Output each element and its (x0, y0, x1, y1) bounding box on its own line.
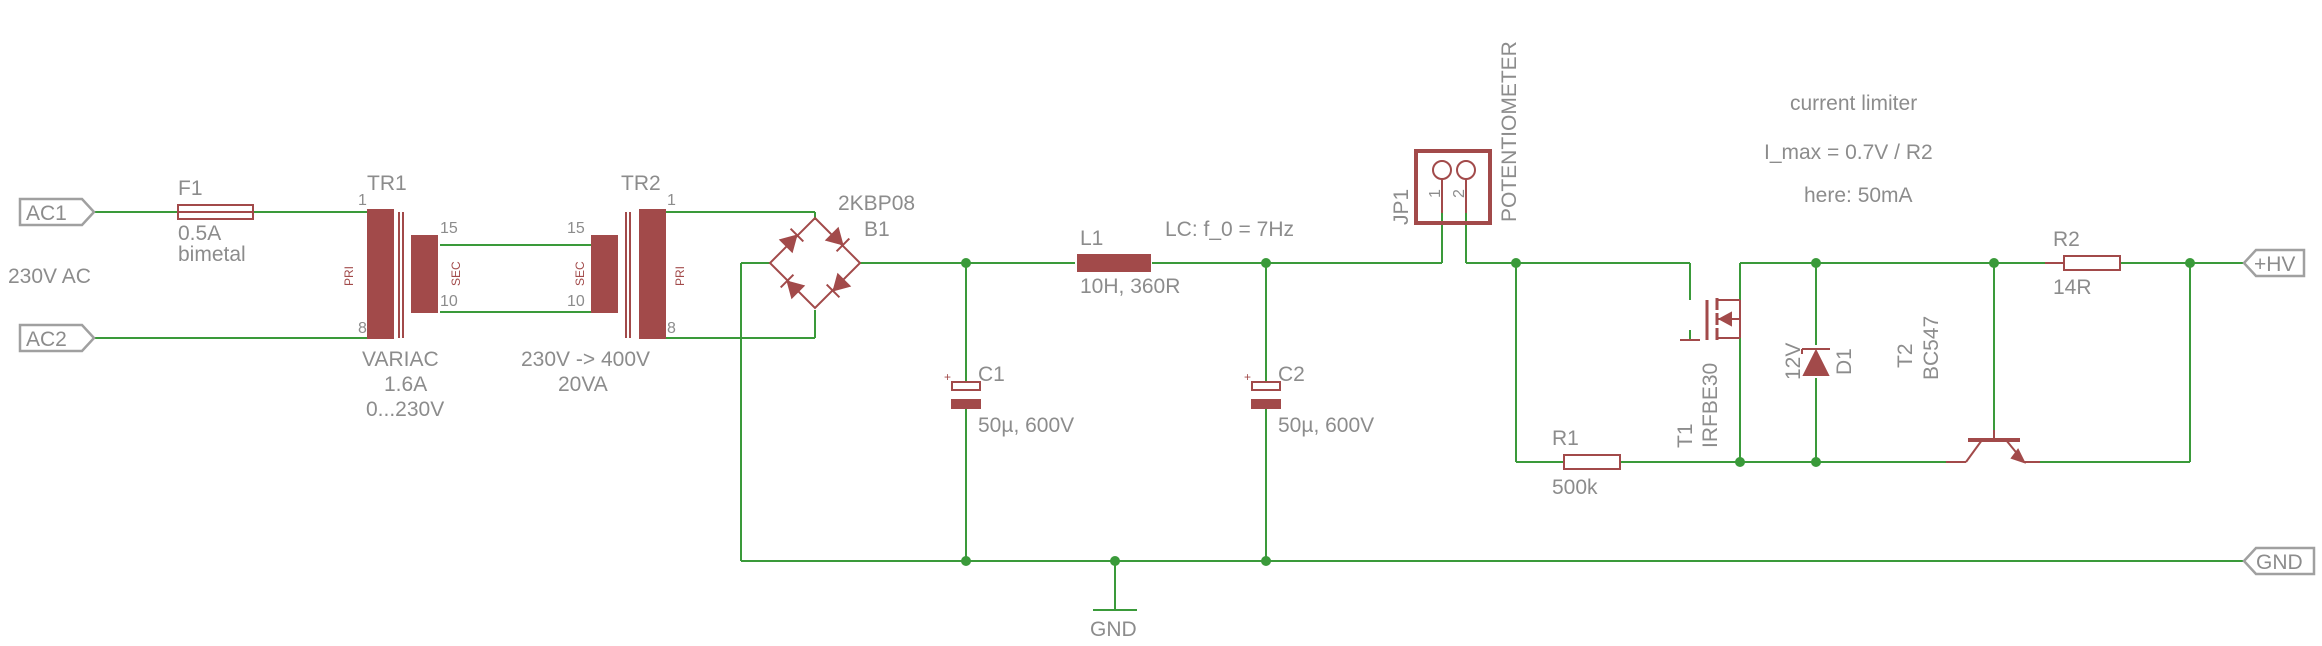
tr2-desc-2: 20VA (558, 373, 608, 396)
tr1-desc-1: VARIAC (362, 348, 439, 371)
tr1-pin-10: 10 (440, 293, 458, 310)
tr1-pin-8: 8 (358, 320, 367, 337)
mosfet-t1: T1 IRFBE30 (1674, 298, 1741, 448)
port-ac1: AC1 (18, 197, 96, 227)
r1-value: 500k (1552, 476, 1598, 499)
jp1-label: POTENTIOMETER (1498, 41, 1521, 222)
r1-name: R1 (1552, 427, 1579, 450)
ground-label: GND (1090, 618, 1137, 641)
tr2-pin-8: 8 (667, 320, 676, 337)
input-voltage-label: 230V AC (8, 265, 91, 288)
r2-name: R2 (2053, 228, 2080, 251)
limiter-title: current limiter (1790, 92, 1917, 115)
port-gnd: GND (2242, 546, 2316, 576)
tr2-pin-10: 10 (567, 293, 585, 310)
d1-value: 12V (1782, 343, 1805, 380)
c2-name: C2 (1278, 363, 1305, 386)
zener-d1: 12V D1 (1782, 343, 1856, 380)
bridge-rectifier-b1: 2KBP08 B1 (768, 192, 915, 310)
t2-part: BC547 (1920, 316, 1943, 380)
lc-resonance-note: LC: f_0 = 7Hz (1165, 218, 1294, 241)
jumper-jp1: 1 2 JP1 POTENTIOMETER (1390, 41, 1521, 225)
port-hv-label: +HV (2254, 253, 2295, 276)
t1-part: IRFBE30 (1699, 363, 1722, 448)
fuse-name: F1 (178, 177, 203, 200)
ground-symbol: GND (1090, 609, 1137, 641)
l1-value: 10H, 360R (1080, 275, 1180, 298)
tr2-pri-label: PRI (673, 266, 687, 286)
tr1-sec-label: SEC (449, 261, 463, 286)
c1-name: C1 (978, 363, 1005, 386)
tr2-sec-label: SEC (573, 261, 587, 286)
wires (93, 211, 2244, 610)
junctions (961, 258, 2195, 566)
tr2-desc-1: 230V -> 400V (521, 348, 650, 371)
tr1-name: TR1 (367, 172, 407, 195)
bridge-name: B1 (864, 218, 890, 241)
jp1-pin-2: 2 (1451, 189, 1468, 198)
c1-value: 50µ, 600V (978, 414, 1074, 437)
limiter-note: here: 50mA (1804, 184, 1913, 207)
svg-text:+: + (1244, 370, 1251, 384)
r2-value: 14R (2053, 276, 2092, 299)
resistor-r1: R1 500k (1552, 427, 1621, 499)
capacitor-c1: + C1 50µ, 600V (944, 363, 1074, 437)
fuse-value: 0.5A (178, 222, 221, 245)
transformer-tr2: TR2 15 10 1 8 SEC PRI 230V -> 400V 20VA (521, 172, 687, 396)
port-ac2-label: AC2 (26, 328, 67, 351)
limiter-notes: current limiter I_max = 0.7V / R2 here: … (1764, 92, 1933, 207)
svg-text:+: + (944, 370, 951, 384)
limiter-formula: I_max = 0.7V / R2 (1764, 141, 1933, 164)
tr1-desc-3: 0...230V (366, 398, 444, 421)
tr2-pin-1: 1 (667, 192, 676, 209)
tr2-name: TR2 (621, 172, 661, 195)
t2-name: T2 (1894, 343, 1917, 368)
jp1-pin-1: 1 (1427, 189, 1444, 198)
tr2-pin-15: 15 (567, 220, 585, 237)
bridge-part: 2KBP08 (838, 192, 915, 215)
port-hv: +HV (2242, 248, 2306, 278)
inductor-l1: L1 10H, 360R (1077, 227, 1180, 298)
tr1-pin-1: 1 (358, 192, 367, 209)
tr1-pri-label: PRI (342, 266, 356, 286)
c2-value: 50µ, 600V (1278, 414, 1374, 437)
d1-name: D1 (1833, 348, 1856, 375)
capacitor-c2: + C2 50µ, 600V (1244, 363, 1374, 437)
fuse-f1: F1 0.5A bimetal (177, 177, 254, 266)
t1-name: T1 (1674, 423, 1697, 448)
jp1-name: JP1 (1390, 189, 1413, 225)
transistor-t2: T2 BC547 (1894, 316, 2040, 464)
l1-name: L1 (1080, 227, 1103, 250)
fuse-type: bimetal (178, 243, 246, 266)
resistor-r2: R2 14R (2045, 228, 2121, 299)
port-ac1-label: AC1 (26, 202, 67, 225)
port-gnd-label: GND (2256, 551, 2303, 574)
port-ac2: AC2 (18, 323, 96, 353)
tr1-pin-15: 15 (440, 220, 458, 237)
transformer-tr1: TR1 1 8 PRI SEC 15 10 VARIAC 1.6A 0...23… (342, 172, 463, 421)
tr1-desc-2: 1.6A (384, 373, 427, 396)
